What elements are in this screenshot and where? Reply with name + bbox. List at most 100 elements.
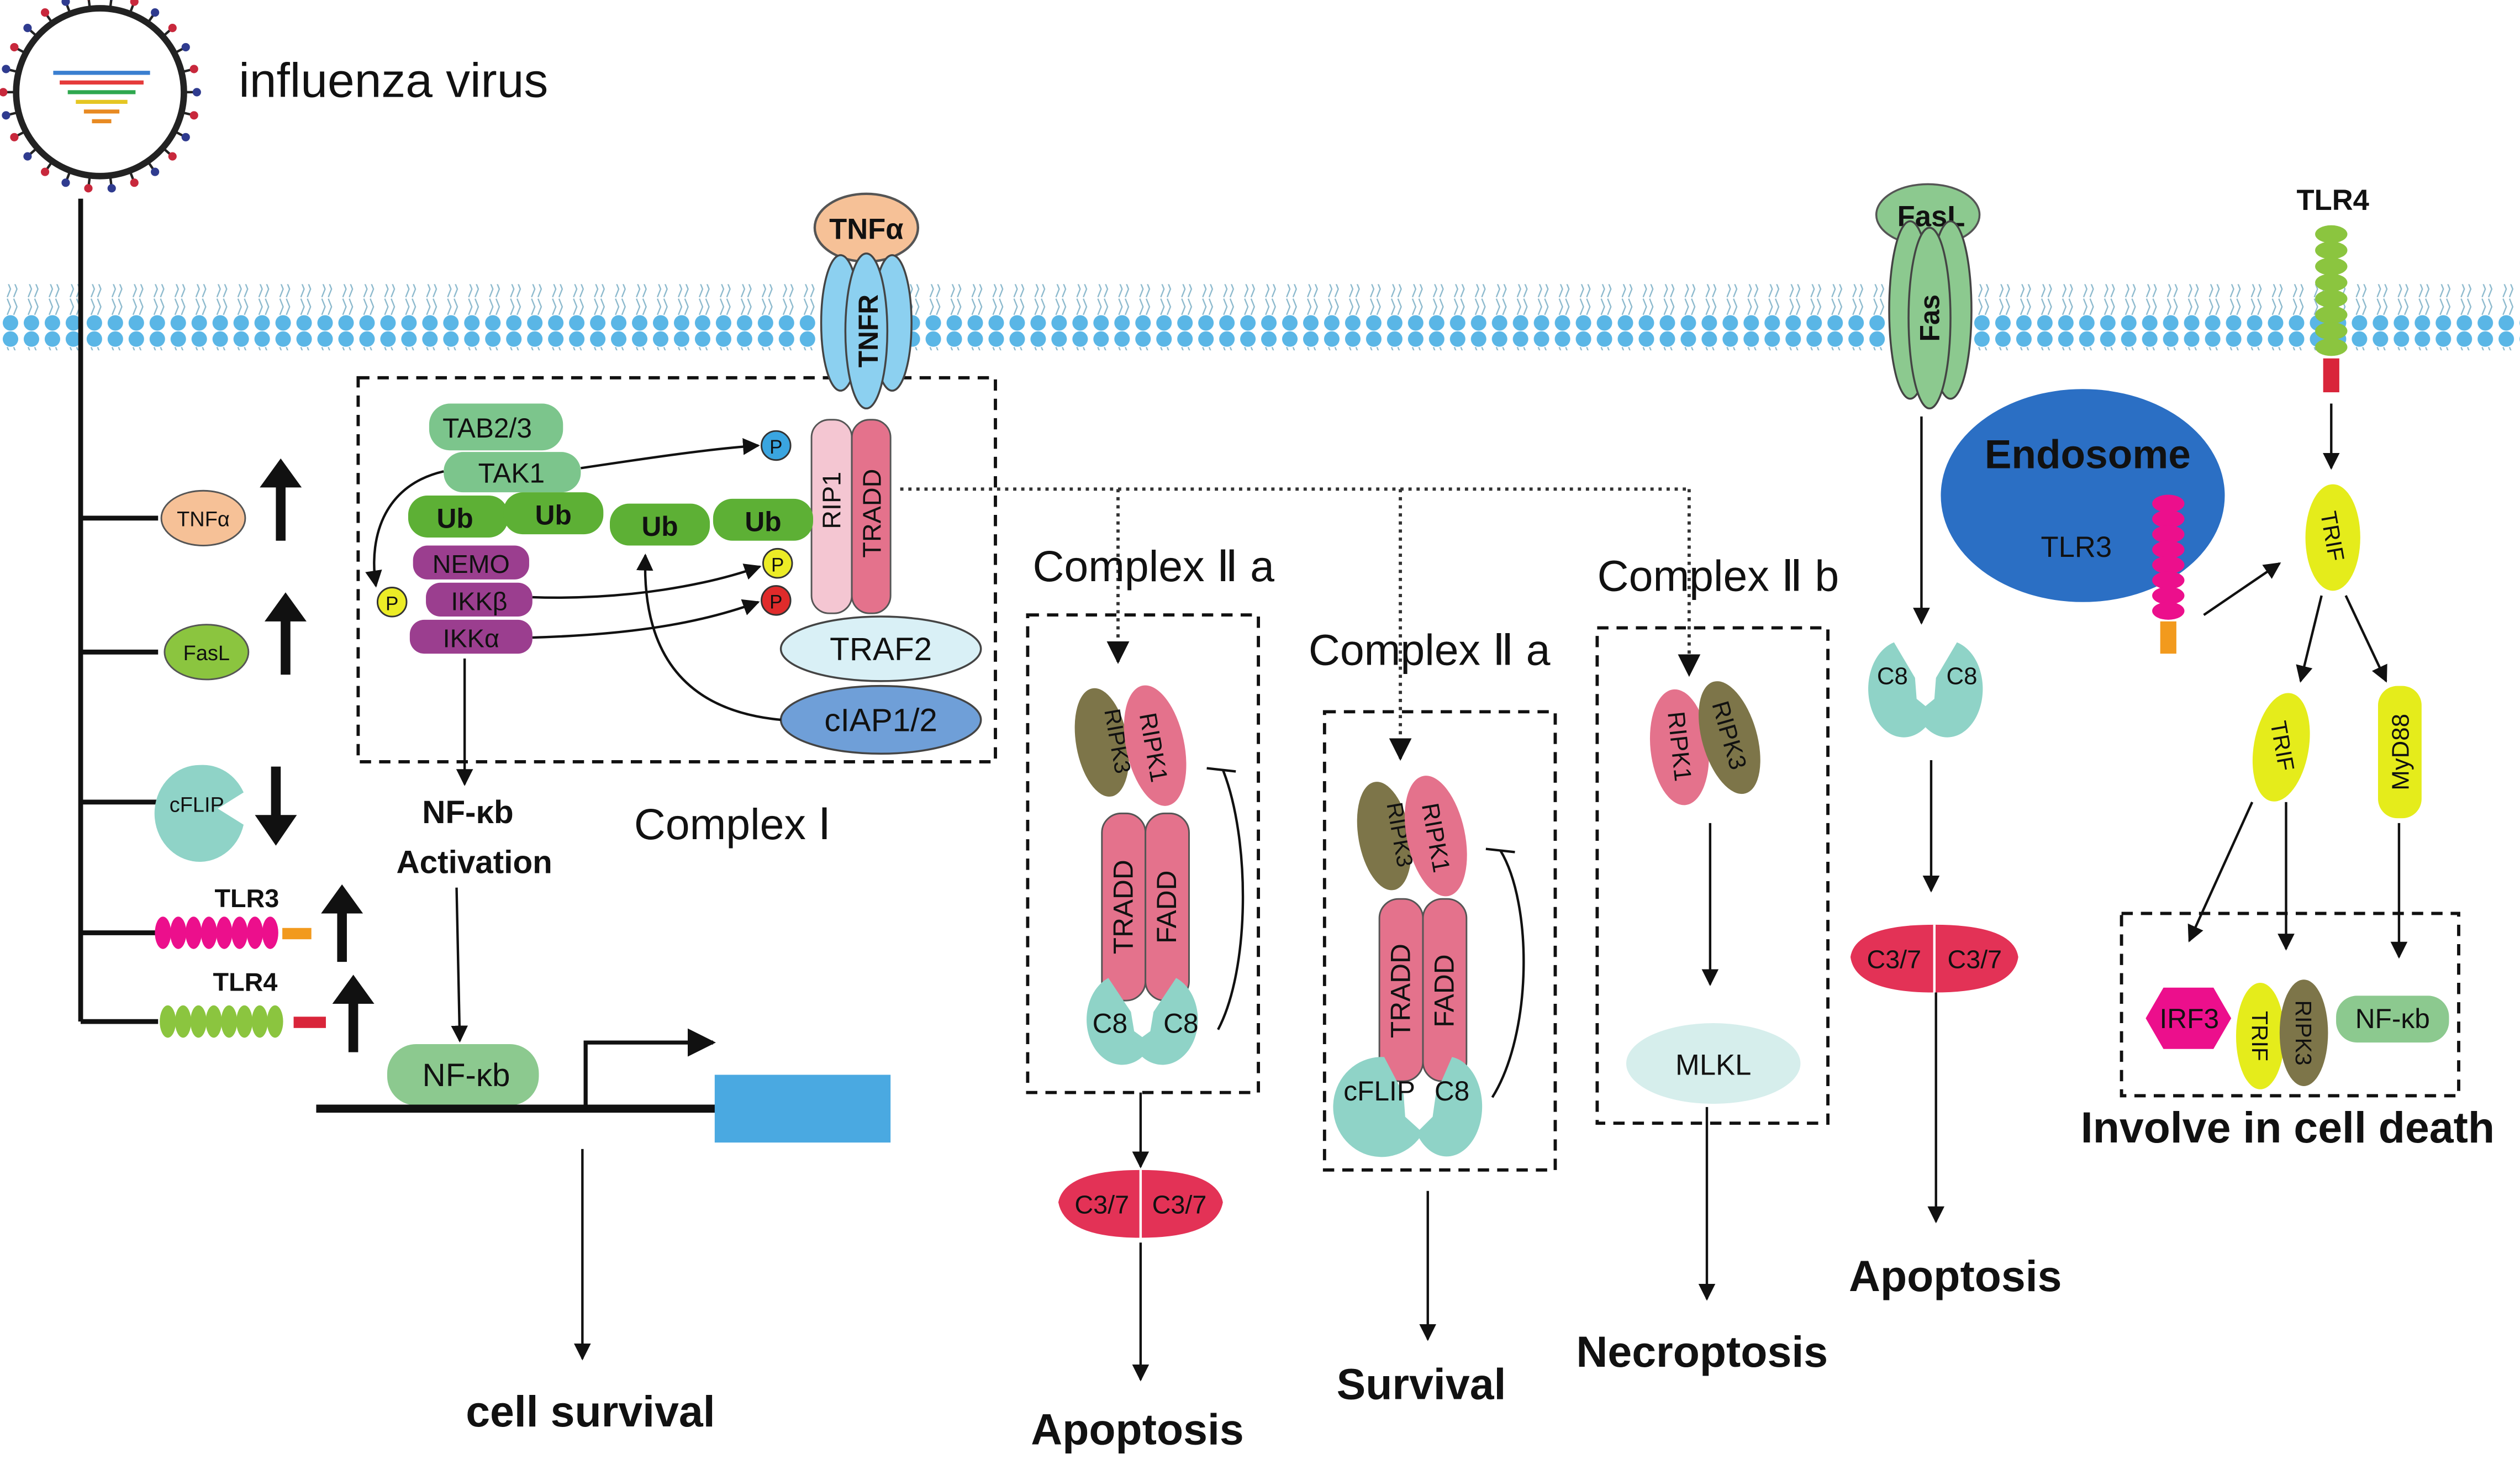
irf3-label: IRF3 bbox=[2159, 1003, 2219, 1034]
receptor-bead bbox=[175, 1005, 192, 1038]
ikkb-box bbox=[426, 582, 533, 617]
ikka-box bbox=[409, 619, 533, 654]
endosome bbox=[1941, 389, 2225, 602]
phospho-circle bbox=[376, 587, 408, 618]
arrow-ikkb-to-p bbox=[532, 563, 762, 599]
left-cflip-shape bbox=[154, 765, 244, 862]
tlr4-tail bbox=[293, 1016, 326, 1028]
receptor-bead bbox=[246, 917, 263, 949]
cflip-label: cFLIP bbox=[1343, 1076, 1415, 1107]
left-fasl-label: FasL bbox=[183, 642, 230, 665]
virus-spike-head bbox=[168, 152, 177, 161]
arrow-trif-to-myd88 bbox=[2344, 595, 2387, 683]
receptor-bead bbox=[267, 1005, 283, 1038]
ub-box bbox=[503, 492, 604, 535]
necroptosis-label: Necroptosis bbox=[1576, 1328, 1828, 1376]
receptor-bead bbox=[2152, 525, 2185, 544]
c8-shape bbox=[1132, 978, 1198, 1065]
ripk3-oval bbox=[1357, 782, 1412, 891]
virus-spike-head bbox=[181, 43, 190, 52]
receptor-bead bbox=[216, 917, 233, 949]
c8-shape bbox=[1416, 1057, 1483, 1157]
receptor-bead bbox=[221, 1005, 238, 1038]
ikkb-label: IKKβ bbox=[451, 587, 507, 615]
nfkb-label: NF-κb bbox=[2355, 1003, 2430, 1034]
transcription-start-arrow bbox=[583, 1028, 716, 1109]
complex2b-box bbox=[1595, 626, 1830, 1125]
tab23-box bbox=[429, 403, 563, 451]
virus-spike-head bbox=[181, 133, 190, 141]
virus-spike-head bbox=[61, 178, 70, 187]
ub-label: Ub bbox=[437, 503, 473, 534]
virus-spike-head bbox=[23, 152, 32, 161]
complex1-box bbox=[356, 376, 997, 763]
c8-label: C8 bbox=[1435, 1076, 1469, 1107]
arrow-ciap-to-ub bbox=[636, 554, 781, 721]
virus-spike-head bbox=[10, 133, 19, 141]
ub-box bbox=[713, 498, 813, 541]
tradd-bar bbox=[851, 419, 892, 614]
rip1-label: RIP1 bbox=[818, 472, 846, 529]
phospho-circle bbox=[761, 585, 792, 616]
arrow-tak1-to-ikk bbox=[365, 470, 444, 588]
complex2a2-label: Complex Ⅱ a bbox=[1309, 626, 1551, 675]
complex2a2-box bbox=[1322, 710, 1557, 1172]
phospho-label: P bbox=[386, 593, 398, 614]
up-arrow-icon bbox=[332, 975, 375, 1052]
tlr3-endosome-receptor-icon bbox=[2152, 494, 2185, 620]
c8-shape bbox=[1916, 642, 1983, 738]
tlr4-tail bbox=[2323, 358, 2339, 393]
nfkb-box bbox=[2336, 996, 2449, 1043]
receptor-bead bbox=[2152, 494, 2185, 513]
virus-spike-head bbox=[84, 184, 93, 193]
virus-spike bbox=[87, 0, 91, 9]
tnfr-label: TNFR bbox=[853, 294, 884, 367]
virus-label: influenza virus bbox=[239, 54, 548, 108]
phospho-circle bbox=[762, 547, 793, 579]
tnfa-ligand-label: TNFα bbox=[829, 213, 904, 246]
inhibition-arc bbox=[1491, 850, 1525, 1098]
receptor-bead bbox=[2315, 306, 2348, 324]
mlkl-label: MLKL bbox=[1675, 1049, 1751, 1082]
phospho-label: P bbox=[769, 591, 782, 613]
phospho-circle bbox=[761, 430, 792, 461]
ub-box bbox=[408, 496, 508, 538]
receptor-bead bbox=[2315, 241, 2348, 260]
influenza-virus-icon bbox=[0, 0, 201, 193]
ripk3-oval bbox=[1699, 681, 1760, 794]
left-tnfa-oval bbox=[160, 489, 246, 547]
virus-spike-head bbox=[151, 167, 160, 176]
virus-spike-head bbox=[2, 65, 10, 73]
endosome-label: Endosome bbox=[1985, 432, 2191, 477]
myd88-label: MyD88 bbox=[2387, 714, 2414, 791]
virus-spike-head bbox=[130, 178, 139, 187]
c37-label: C3/7 bbox=[1947, 945, 2002, 974]
ub-label: Ub bbox=[745, 506, 781, 537]
mlkl-oval bbox=[1626, 1023, 1801, 1104]
tradd-label: TRADD bbox=[858, 469, 887, 558]
traf2-oval bbox=[779, 615, 982, 682]
ub-label: Ub bbox=[535, 500, 572, 531]
apoptosis2-label: Apoptosis bbox=[1849, 1252, 2062, 1300]
arrow-tak1-to-rip1 bbox=[581, 438, 760, 470]
cell-survival-label: cell survival bbox=[466, 1387, 715, 1436]
tlr3-receptor-icon bbox=[155, 917, 278, 949]
ripk3-oval bbox=[2279, 979, 2328, 1086]
receptor-bead bbox=[2152, 602, 2185, 620]
tlr3-tail bbox=[282, 928, 312, 940]
down-arrow-icon bbox=[255, 766, 297, 846]
receptor-bead bbox=[2315, 257, 2348, 276]
arrow-ikka-to-p bbox=[532, 599, 760, 639]
virus-spike-head bbox=[189, 65, 198, 73]
ikka-label: IKKα bbox=[443, 624, 499, 653]
virus-spike-head bbox=[2, 111, 10, 120]
virus-spike-head bbox=[151, 8, 160, 17]
inhibition-bar bbox=[1206, 767, 1236, 773]
receptor-bead bbox=[236, 1005, 253, 1038]
virus-spike-head bbox=[40, 167, 50, 176]
fas-chain bbox=[1907, 227, 1952, 410]
receptor-bead bbox=[170, 917, 187, 949]
nemo-box bbox=[413, 545, 529, 580]
ripk1-oval bbox=[1124, 685, 1187, 806]
